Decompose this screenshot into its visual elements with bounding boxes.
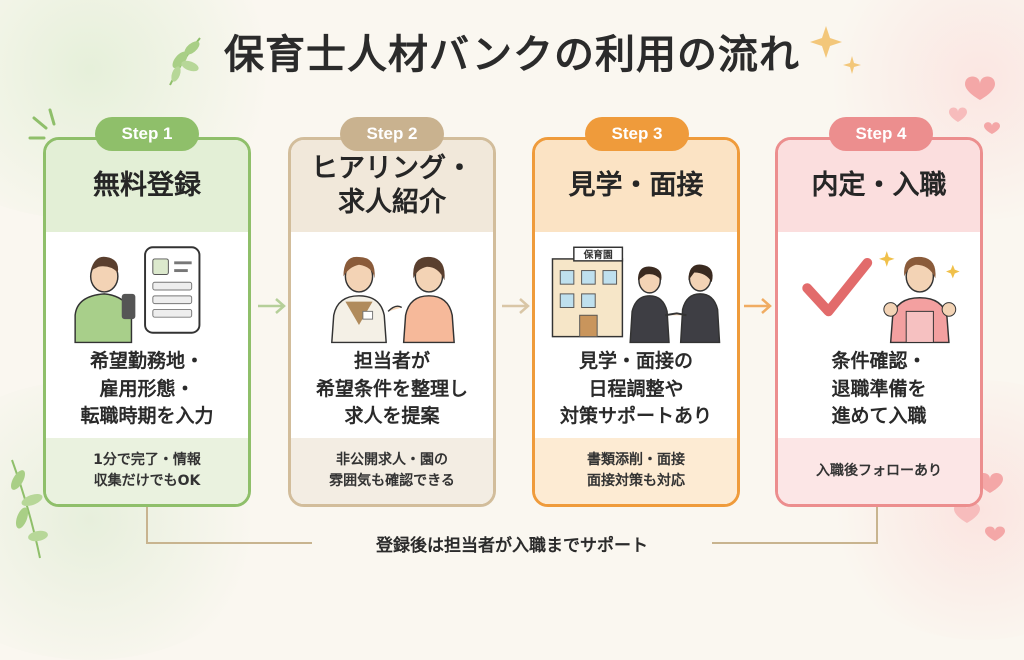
step-3-heading: 見学・面接 (568, 170, 704, 202)
hearts-icon (949, 76, 1000, 134)
step-3-description: 見学・面接の 日程調整や 対策サポートあり (535, 348, 737, 431)
consultant-and-client-icon (331, 256, 455, 344)
step-1-heading: 無料登録 (93, 170, 201, 202)
arrow-right-icon (744, 298, 772, 314)
step-2-desc-line-3: 求人を提案 (344, 405, 440, 428)
step-3-desc-line-3: 対策サポートあり (559, 405, 712, 428)
step-2-desc-line-2: 希望条件を整理し (315, 377, 468, 400)
step-2-heading-line-1: ヒアリング・ (311, 153, 473, 185)
step-2-note: 非公開求人・園の 雰囲気も確認できる (291, 438, 493, 504)
nursery-handshake-icon: 保育園 (551, 246, 721, 344)
step-1-desc-line-3: 転職時期を入力 (80, 405, 214, 428)
checkmark-happy-worker-icon (802, 251, 960, 344)
leaf-sprig-icon (169, 37, 201, 86)
step-1-note-line-2: 収集だけでもOK (93, 473, 201, 489)
step-2-badge: Step 2 (340, 117, 444, 151)
step-2-description: 担当者が 希望条件を整理し 求人を提案 (291, 348, 493, 431)
hearts-bottom-icon (954, 473, 1005, 541)
person-tablet-icon (74, 246, 201, 344)
step-3-desc-line-1: 見学・面接の (578, 350, 693, 372)
step-2-heading-area: ヒアリング・ 求人紹介 (291, 140, 493, 232)
bottom-bracket-right (876, 507, 878, 543)
step-2-heading: ヒアリング・ 求人紹介 (311, 152, 473, 220)
footer-support-text: 登録後は担当者が入職までサポート (312, 531, 712, 556)
step-1-desc-line-2: 雇用形態・ (99, 377, 195, 400)
page-title: 保育士人材バンクの利用の流れ (224, 32, 800, 78)
step-2-desc-line-1: 担当者が (353, 350, 430, 372)
step-3-badge: Step 3 (585, 117, 689, 151)
step-4-badge: Step 4 (829, 117, 933, 151)
step-1-card: 無料登録 希望勤務地・ 雇用形態・ 転職時期を入力 1分で完了・情報 収集だけで… (43, 137, 251, 507)
step-1-note-line-1: 1分で完了・情報 (93, 452, 201, 468)
step-4-note-line-1: 入職後フォローあり (816, 462, 942, 479)
step-4-card: 内定・入職 条件確認・ 退職準備を 進めて入職 入職後フォローあり (775, 137, 983, 507)
step-4-desc-line-1: 条件確認・ (831, 350, 927, 372)
step-4-description: 条件確認・ 退職準備を 進めて入職 (778, 348, 980, 431)
step-4-note: 入職後フォローあり (778, 438, 980, 504)
step-4-heading-area: 内定・入職 (778, 140, 980, 232)
burst-lines-icon (28, 108, 56, 140)
step-3-heading-area: 見学・面接 (535, 140, 737, 232)
step-3-note: 書類添削・面接 面接対策も対応 (535, 438, 737, 504)
step-3-card: 見学・面接 保育園 見学・面接の 日程調整や 対策サポートあり 書類添削・面接 … (532, 137, 740, 507)
step-1-note: 1分で完了・情報 収集だけでもOK (46, 438, 248, 504)
step-4-heading: 内定・入職 (811, 170, 947, 202)
sparkle-icon (810, 26, 861, 74)
step-2-note-line-2: 雰囲気も確認できる (329, 473, 455, 489)
step-3-note-line-1: 書類添削・面接 (587, 452, 685, 468)
step-3-desc-line-2: 日程調整や (588, 377, 684, 400)
step-2-heading-line-2: 求人紹介 (338, 187, 446, 218)
step-1-heading-area: 無料登録 (46, 140, 248, 232)
step-1-desc-line-1: 希望勤務地・ (89, 350, 204, 372)
arrow-right-icon (502, 298, 530, 314)
step-2-note-line-1: 非公開求人・園の (335, 452, 448, 468)
step-4-desc-line-3: 進めて入職 (831, 405, 927, 428)
nursery-sign: 保育園 (583, 248, 613, 261)
step-2-card: ヒアリング・ 求人紹介 担当者が 希望条件を整理し 求人を提案 非公開求人・園の… (288, 137, 496, 507)
step-4-desc-line-2: 退職準備を (831, 377, 927, 400)
step-3-note-line-2: 面接対策も対応 (587, 473, 685, 489)
arrow-right-icon (258, 298, 286, 314)
step-1-description: 希望勤務地・ 雇用形態・ 転職時期を入力 (46, 348, 248, 431)
bottom-bracket-left (146, 507, 148, 543)
leaf-branch-icon (11, 459, 48, 559)
step-1-badge: Step 1 (95, 117, 199, 151)
